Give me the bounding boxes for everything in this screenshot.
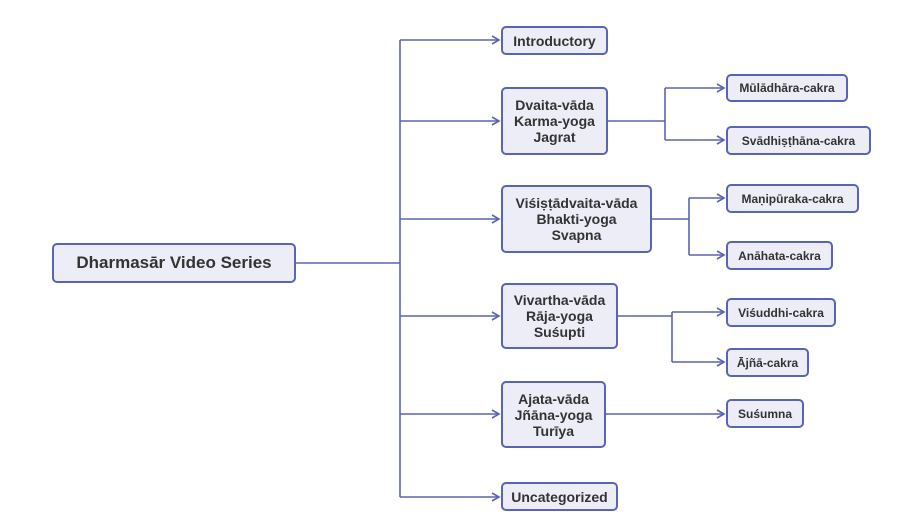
- branch-label-line: Suśupti: [533, 324, 586, 340]
- leaf-node-visuddhi[interactable]: Viśuddhi-cakra: [726, 298, 836, 327]
- leaf-label: Mūlādhāra-cakra: [739, 81, 835, 95]
- leaf-label: Maṇipūraka-cakra: [741, 191, 844, 206]
- branch-node-uncategorized[interactable]: Uncategorized: [501, 482, 618, 511]
- leaf-node-ajna[interactable]: Ājñā-cakra: [726, 348, 809, 377]
- branch-node-vivartha[interactable]: Vivartha-vāda Rāja-yoga Suśupti: [501, 283, 618, 349]
- root-label: Dharmasār Video Series: [76, 253, 272, 272]
- branch-label-line: Turīya: [533, 422, 574, 439]
- branch-label-line: Jagrat: [533, 129, 576, 145]
- branch-label-line: Rāja-yoga: [526, 308, 593, 324]
- branch-label-line: Jñāna-yoga: [514, 406, 593, 423]
- branch-label-line: Bhakti-yoga: [536, 211, 617, 227]
- branch-label-line: Viśiṣṭādvaita-vāda: [515, 195, 638, 211]
- branch-label: Uncategorized: [511, 488, 608, 505]
- root-node[interactable]: Dharmasār Video Series: [52, 243, 296, 283]
- branch-label: Introductory: [513, 32, 596, 49]
- branch-label-line: Karma-yoga: [514, 113, 595, 129]
- leaf-node-svadhisthana[interactable]: Svādhiṣṭhāna-cakra: [726, 126, 871, 155]
- branch-label-line: Ajata-vāda: [518, 390, 589, 407]
- leaf-node-manipuraka[interactable]: Maṇipūraka-cakra: [726, 184, 859, 213]
- branch-node-dvaita[interactable]: Dvaita-vāda Karma-yoga Jagrat: [501, 87, 608, 155]
- leaf-label: Anāhata-cakra: [738, 248, 821, 263]
- branch-node-visistadvaita[interactable]: Viśiṣṭādvaita-vāda Bhakti-yoga Svapna: [501, 185, 652, 253]
- leaf-node-anahata[interactable]: Anāhata-cakra: [726, 241, 833, 270]
- leaf-label: Viśuddhi-cakra: [738, 305, 824, 320]
- leaf-node-muladhara[interactable]: Mūlādhāra-cakra: [726, 74, 848, 102]
- branch-label-line: Svapna: [551, 227, 602, 243]
- leaf-node-susumna[interactable]: Suśumna: [726, 399, 804, 428]
- branch-node-introductory[interactable]: Introductory: [501, 26, 608, 55]
- branch-label-line: Dvaita-vāda: [515, 97, 594, 113]
- leaf-label: Ājñā-cakra: [736, 355, 799, 370]
- leaf-label: Svādhiṣṭhāna-cakra: [741, 133, 856, 148]
- leaf-label: Suśumna: [737, 406, 792, 421]
- branch-label-line: Vivartha-vāda: [513, 292, 606, 308]
- branch-node-ajata[interactable]: Ajata-vāda Jñāna-yoga Turīya: [501, 381, 606, 448]
